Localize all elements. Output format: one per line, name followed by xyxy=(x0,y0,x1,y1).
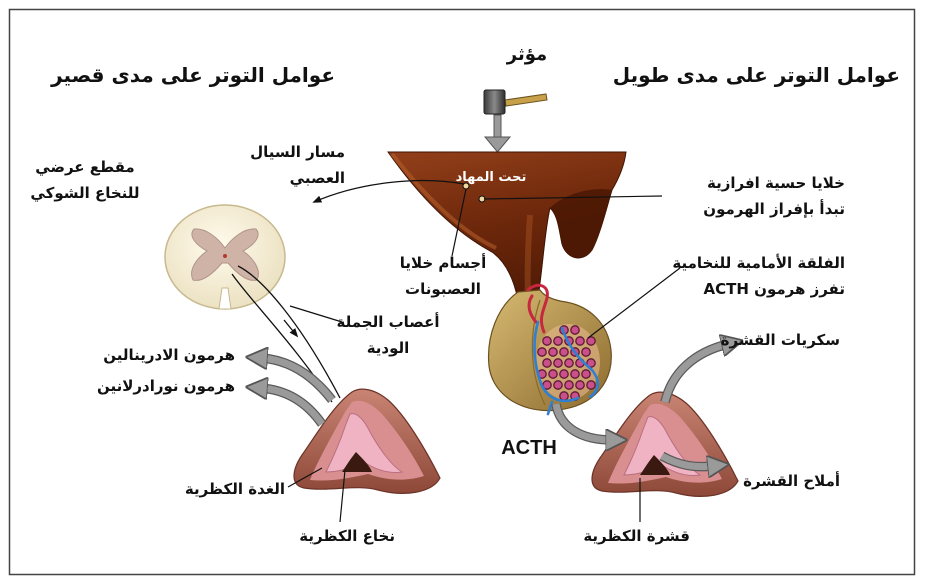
label-anterior-pituitary-line-2: تفرز هرمون ACTH xyxy=(672,276,845,302)
nerve-direction-arrow xyxy=(284,320,297,336)
label-anterior-pituitary: الفلقة الأمامية للنخامية تفرز هرمون ACTH xyxy=(672,250,845,302)
capillary-loop xyxy=(560,392,568,400)
capillary-loop xyxy=(565,381,573,389)
capillary-loop xyxy=(543,337,551,345)
label-spinal-cord-section: مقطع عرضي للنخاع الشوكي xyxy=(30,154,139,206)
label-adrenal-cortex: قشرة الكظرية xyxy=(583,524,690,548)
heading-stimulus: مؤثر xyxy=(507,43,547,67)
capillary-loop xyxy=(554,337,562,345)
capillary-loop xyxy=(549,348,557,356)
label-neuron-bodies-line-1: أجسام خلايا xyxy=(400,250,487,276)
label-noradrenaline: هرمون نورادرلانين xyxy=(97,374,235,398)
label-secretory-cells: خلايا حسية افرازية تبدأ بإفراز الهرمون xyxy=(703,170,845,222)
capillary-loop xyxy=(549,370,557,378)
capillary-loop xyxy=(543,359,551,367)
stimulus-arrow-head xyxy=(485,137,510,152)
arrow-noradrenaline xyxy=(261,388,322,424)
label-sympathetic-nerves-line-1: أعصاب الجملة xyxy=(337,309,440,335)
capillary-loop xyxy=(587,381,595,389)
leader-sympathetic-nerves xyxy=(290,306,342,322)
heading-short-term: عوامل التوتر على مدى قصير xyxy=(51,62,335,88)
capillary-loop xyxy=(554,381,562,389)
label-spinal-cord-section-line-2: للنخاع الشوكي xyxy=(30,180,139,206)
capillary-loop xyxy=(560,348,568,356)
stimulus-arrow-shaft xyxy=(494,115,501,139)
label-adrenal-gland: الغدة الكظرية xyxy=(185,477,285,501)
capillary-loop xyxy=(582,370,590,378)
capillary-loop xyxy=(576,337,584,345)
adrenal-gland-left xyxy=(294,389,440,493)
hammer-head xyxy=(484,90,505,114)
label-adrenal-medulla: نخاع الكظرية xyxy=(299,524,395,548)
capillary-loop xyxy=(538,348,546,356)
leader-anterior-pituitary xyxy=(588,268,680,338)
adrenal-gland-right xyxy=(592,392,738,496)
label-acth: ACTH xyxy=(501,436,557,460)
label-sympathetic-nerves: أعصاب الجملة الودية xyxy=(337,309,440,361)
label-neural-pathway: مسار السيال العصبي xyxy=(250,139,345,191)
stimulus-arrow xyxy=(485,115,510,152)
central-canal xyxy=(223,254,227,258)
hammer-handle xyxy=(505,94,547,106)
hammer-icon xyxy=(484,90,547,114)
spinal-cord-section xyxy=(165,205,285,309)
label-spinal-cord-section-line-1: مقطع عرضي xyxy=(30,154,139,180)
label-neuron-bodies: أجسام خلايا العصبونات xyxy=(400,250,487,302)
label-neuron-bodies-line-2: العصبونات xyxy=(400,276,487,302)
label-neural-pathway-line-1: مسار السيال xyxy=(250,139,345,165)
label-cortex-sugars: سكريات القشرة xyxy=(721,328,840,352)
capillary-loop xyxy=(565,359,573,367)
label-adrenaline: هرمون الادرينالين xyxy=(103,343,235,367)
label-neural-pathway-line-2: العصبي xyxy=(250,165,345,191)
capillary-loop xyxy=(576,381,584,389)
capillary-loop xyxy=(582,348,590,356)
pituitary-stalk-highlight xyxy=(528,215,530,298)
label-secretory-cells-line-1: خلايا حسية افرازية xyxy=(703,170,845,196)
pituitary-gland xyxy=(489,285,612,414)
capillary-loop xyxy=(560,370,568,378)
label-secretory-cells-line-2: تبدأ بإفراز الهرمون xyxy=(703,196,845,222)
label-anterior-pituitary-line-1: الفلقة الأمامية للنخامية xyxy=(672,250,845,276)
label-hypothalamus: تحت المهاد xyxy=(456,166,527,190)
label-cortex-salts: أملاح القشرة xyxy=(743,469,840,493)
arrow-cortex-sugars-outline xyxy=(665,344,728,402)
label-sympathetic-nerves-line-2: الودية xyxy=(337,335,440,361)
capillary-loop xyxy=(571,326,579,334)
arrow-cortex-sugars xyxy=(665,344,728,402)
heading-long-term: عوامل التوتر على مدى طويل xyxy=(613,62,900,88)
capillary-loop xyxy=(571,370,579,378)
capillary-loop xyxy=(554,359,562,367)
